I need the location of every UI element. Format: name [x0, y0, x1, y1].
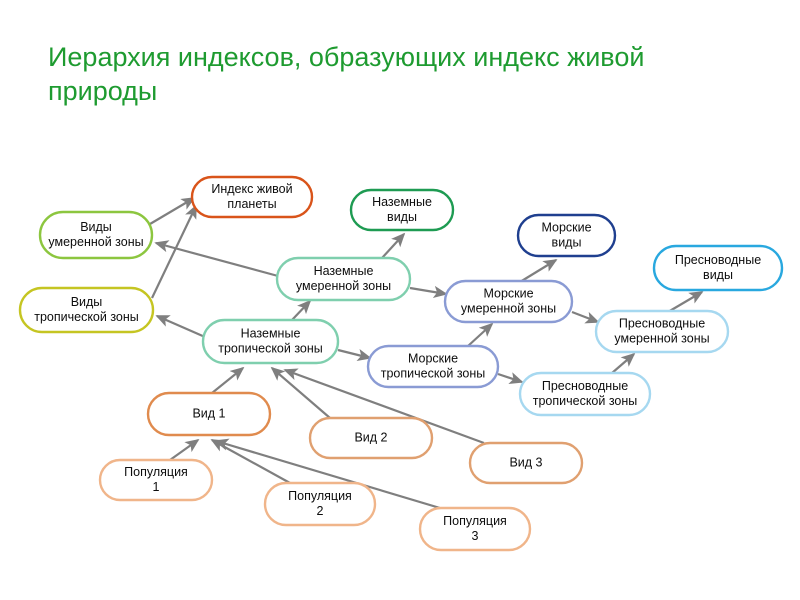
node-label-species_2: Вид 2	[354, 430, 387, 444]
edge-species_3-to-terrestrial_tropical	[283, 368, 485, 445]
node-shape-terrestrial_species	[349, 188, 455, 232]
node-label-terrestrial_species: Наземные	[372, 195, 432, 209]
node-label-terrestrial_temperate: умеренной зоны	[296, 279, 391, 293]
node-shape-marine_temperate	[443, 279, 574, 324]
edge-layer	[149, 197, 704, 510]
node-label-lpi: планеты	[227, 197, 276, 211]
node-label-terrestrial_temperate: Наземные	[314, 264, 374, 278]
node-shape-population_1	[98, 458, 214, 502]
page-title: Иерархия индексов, образующих индекс жив…	[48, 42, 645, 106]
node-label-lpi: Индекс живой	[211, 182, 292, 196]
edge-species_1-to-terrestrial_tropical	[211, 366, 245, 394]
edge-species_2-to-terrestrial_tropical	[270, 366, 331, 419]
node-label-freshwater_temperate: Пресноводные	[619, 316, 705, 330]
node-shape-species_1	[146, 391, 272, 437]
node-label-population_3: 3	[472, 529, 479, 543]
node-label-terrestrial_species: виды	[387, 210, 417, 224]
node-label-species_tropical: Виды	[71, 295, 103, 309]
node-shape-species_3	[468, 441, 584, 485]
node-species_3[interactable]: Вид 3	[468, 441, 584, 485]
node-label-marine_tropical: Морские	[408, 351, 458, 365]
node-shape-freshwater_tropical	[518, 371, 652, 417]
edge-marine_temperate-to-marine_species	[519, 259, 558, 283]
node-shape-species_2	[308, 416, 434, 460]
edge-marine_temperate-to-freshwater_temperate	[571, 310, 600, 324]
node-label-species_temperate: Виды	[80, 220, 112, 234]
node-label-freshwater_tropical: Пресноводные	[542, 379, 628, 393]
node-shape-terrestrial_temperate	[275, 256, 412, 302]
edge-population_2-to-species_1	[210, 439, 291, 484]
edge-freshwater_tropical-to-freshwater_temperate	[611, 352, 636, 374]
node-label-terrestrial_tropical: тропической зоны	[218, 341, 323, 355]
node-label-terrestrial_tropical: Наземные	[241, 326, 301, 340]
node-label-population_1: Популяция	[124, 465, 188, 479]
node-shape-marine_tropical	[366, 344, 500, 389]
node-shape-freshwater_species	[652, 244, 784, 292]
edge-terrestrial_tropical-to-marine_tropical	[337, 348, 372, 361]
node-shape-species_tropical	[18, 286, 155, 334]
node-label-freshwater_species: виды	[703, 268, 733, 282]
node-shape-freshwater_temperate	[594, 309, 730, 354]
node-shape-terrestrial_tropical	[201, 318, 340, 365]
node-label-marine_tropical: тропической зоны	[381, 366, 486, 380]
node-label-freshwater_species: Пресноводные	[675, 253, 761, 267]
edge-freshwater_temperate-to-freshwater_species	[667, 291, 704, 313]
edge-terrestrial_temperate-to-species_temperate	[154, 240, 279, 278]
node-species_2[interactable]: Вид 2	[308, 416, 434, 460]
edge-marine_tropical-to-marine_temperate	[467, 322, 494, 347]
node-shape-lpi	[190, 175, 314, 219]
edge-marine_tropical-to-freshwater_tropical	[497, 372, 524, 384]
edge-population_3-to-species_1	[214, 438, 441, 510]
node-label-freshwater_tropical: тропической зоны	[533, 394, 638, 408]
node-shape-population_3	[418, 506, 532, 552]
node-label-marine_temperate: умеренной зоны	[461, 301, 556, 315]
node-shape-population_2	[263, 481, 377, 527]
edge-population_1-to-species_1	[169, 438, 200, 461]
node-label-marine_species: виды	[552, 235, 582, 249]
node-label-marine_species: Морские	[541, 220, 591, 234]
node-label-population_2: Популяция	[288, 489, 352, 503]
edge-terrestrial_temperate-to-terrestrial_species	[381, 232, 406, 259]
edge-terrestrial_tropical-to-terrestrial_temperate	[291, 299, 312, 321]
node-label-species_1: Вид 1	[192, 406, 225, 420]
node-label-freshwater_temperate: умеренной зоны	[614, 331, 709, 345]
node-species_1[interactable]: Вид 1	[146, 391, 272, 437]
edge-species_temperate-to-lpi	[149, 197, 196, 225]
node-shape-species_temperate	[38, 210, 154, 260]
node-label-marine_temperate: Морские	[483, 286, 533, 300]
edge-species_tropical-to-lpi	[151, 204, 197, 299]
edge-terrestrial_temperate-to-marine_temperate	[409, 285, 448, 299]
node-label-population_1: 1	[153, 480, 160, 494]
node-label-population_2: 2	[317, 504, 324, 518]
node-label-species_tropical: тропической зоны	[34, 310, 139, 324]
node-label-population_3: Популяция	[443, 514, 507, 528]
node-label-species_3: Вид 3	[509, 455, 542, 469]
edge-terrestrial_tropical-to-species_tropical	[155, 314, 206, 339]
node-label-species_temperate: умеренной зоны	[48, 235, 143, 249]
node-shape-marine_species	[516, 213, 617, 258]
